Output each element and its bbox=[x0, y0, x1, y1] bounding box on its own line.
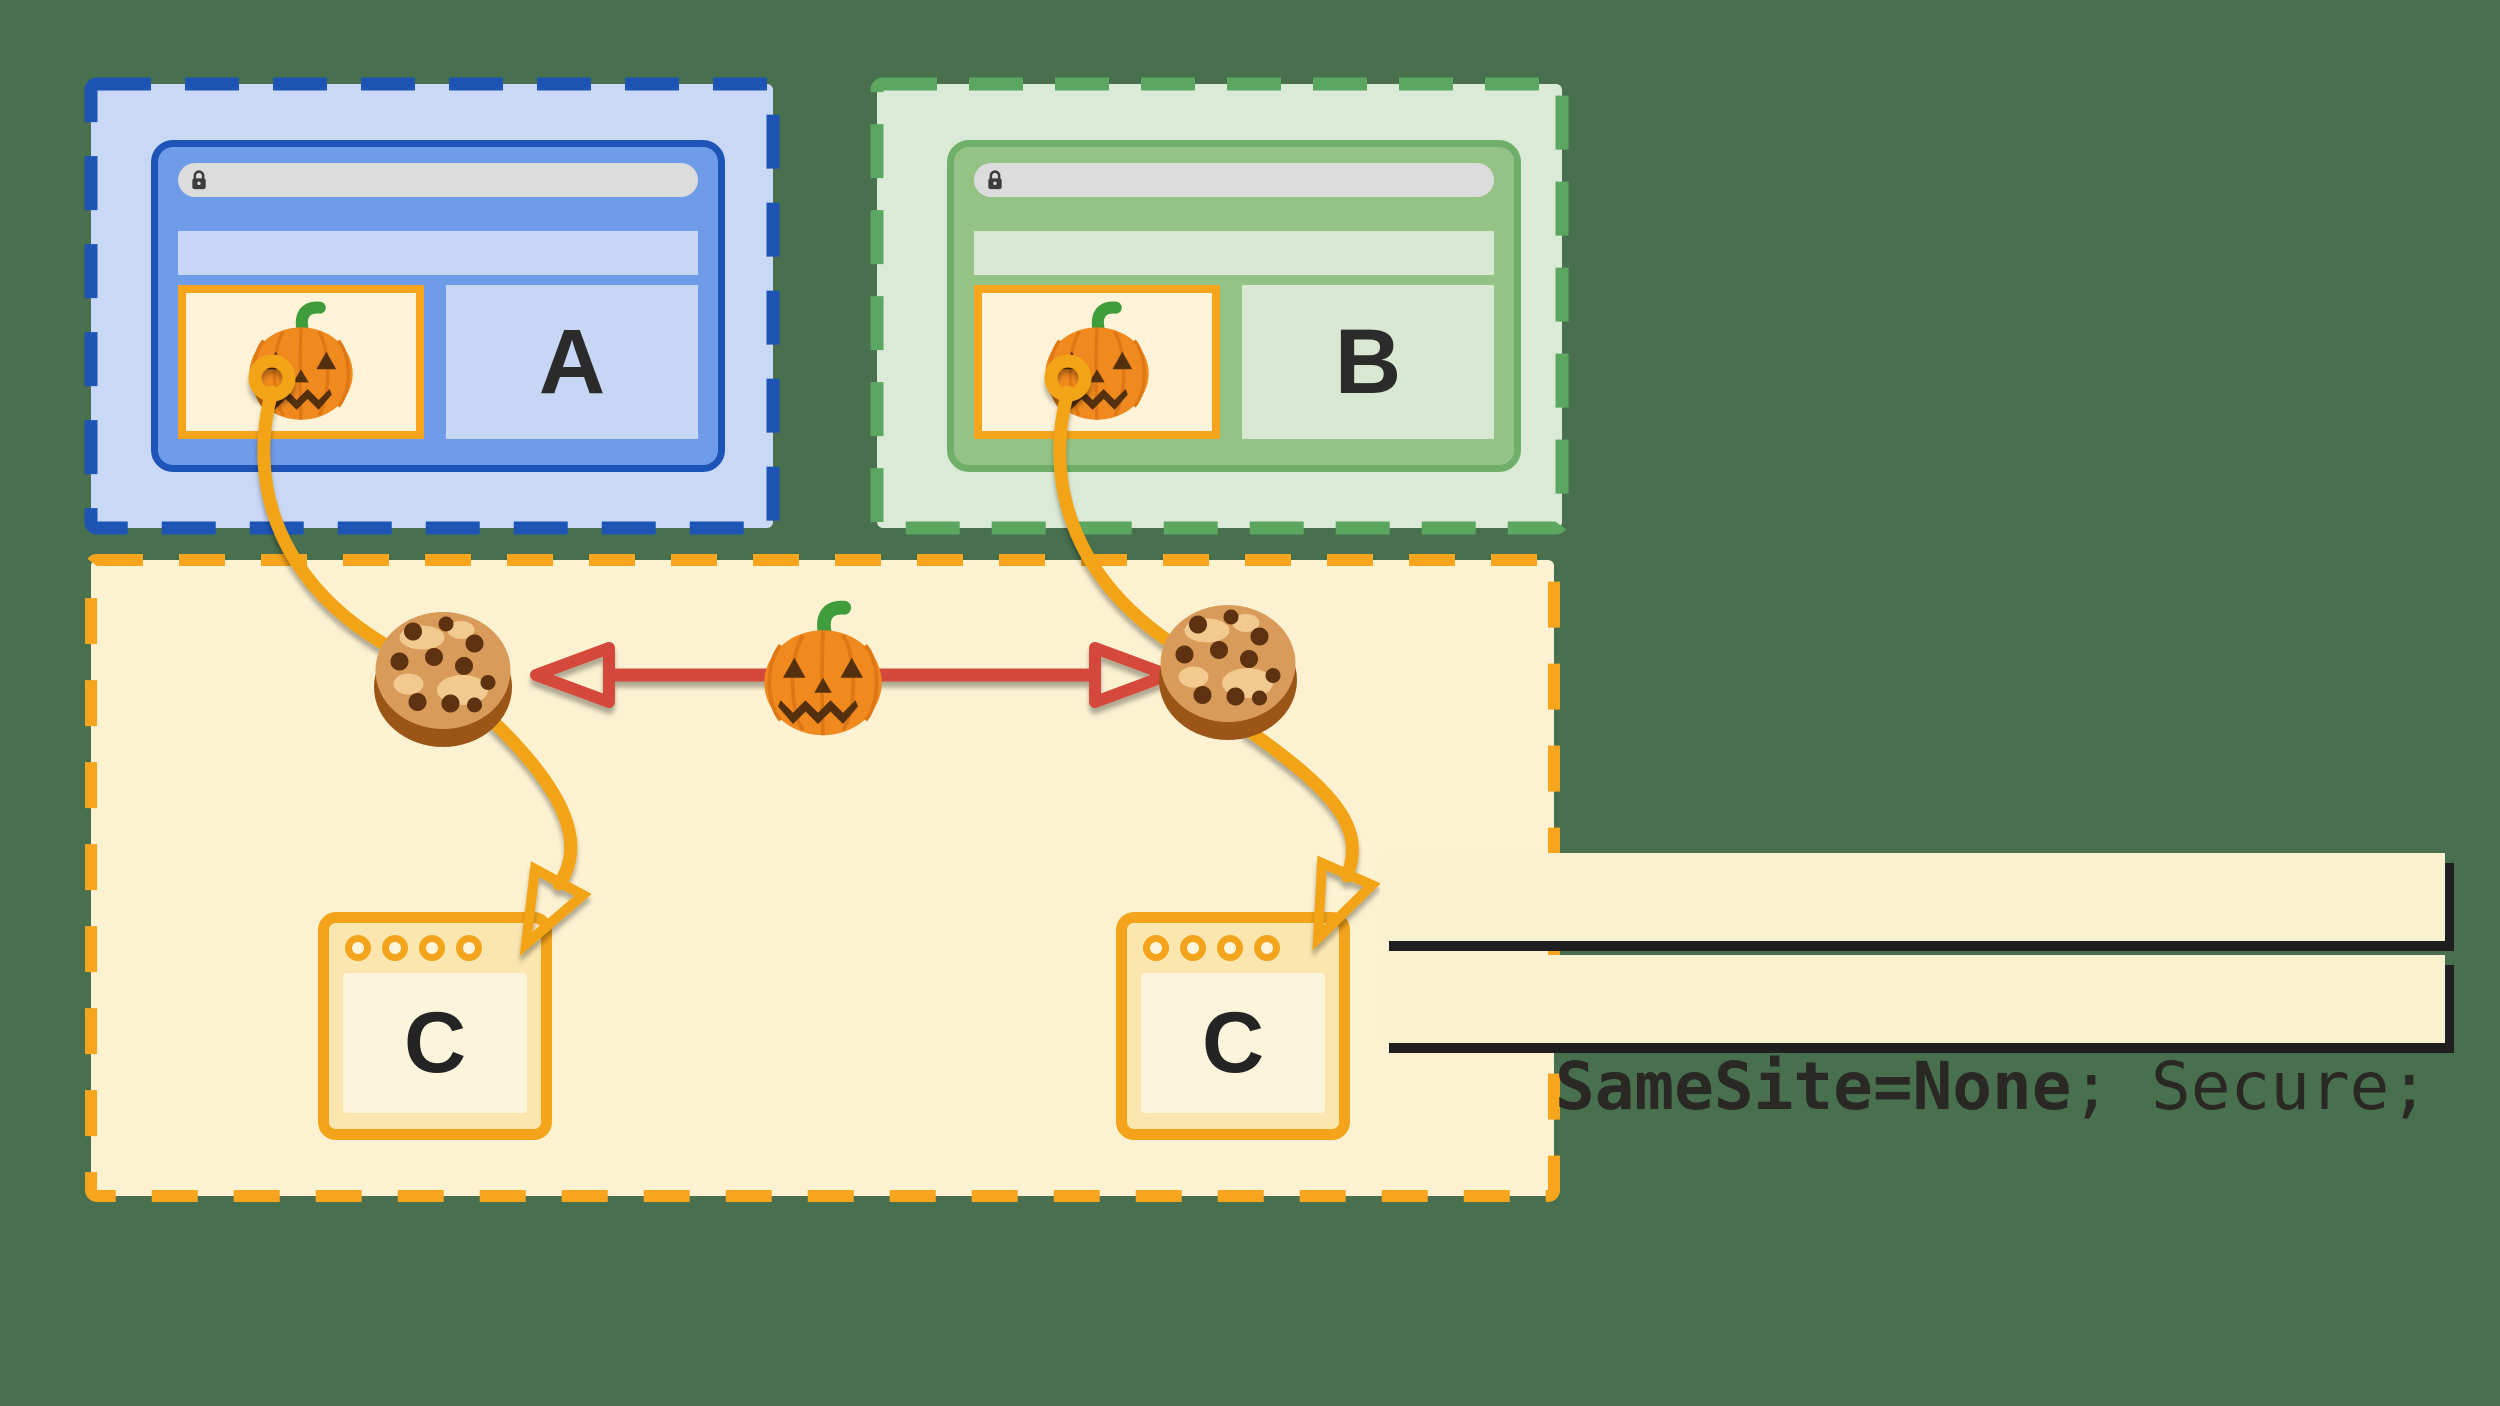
third-party-window-right-content: C bbox=[1141, 973, 1325, 1113]
dot-icon bbox=[1143, 935, 1169, 961]
dot-icon bbox=[1254, 935, 1280, 961]
dot-icon bbox=[456, 935, 482, 961]
third-party-window-left: C bbox=[318, 912, 552, 1140]
third-party-left-label: C bbox=[403, 995, 467, 1091]
site-b-embedded-frame bbox=[974, 285, 1220, 439]
third-party-window-left-content: C bbox=[343, 973, 527, 1113]
set-cookie-code-line-1: Set-cookie: route=123; bbox=[1380, 853, 2446, 1023]
pumpkin-icon-center bbox=[748, 600, 898, 738]
site-b-browser-window: B bbox=[947, 140, 1521, 472]
dot-icon bbox=[345, 935, 371, 961]
set-cookie-code-line-2: SameSite=None; Secure; bbox=[1380, 955, 2446, 1125]
third-party-right-label: C bbox=[1201, 995, 1265, 1091]
pumpkin-icon bbox=[235, 301, 367, 422]
cookie-icon-right bbox=[1153, 593, 1303, 743]
third-party-window-right: C bbox=[1116, 912, 1350, 1140]
cookie-to-c-right-curve bbox=[1241, 723, 1359, 883]
lock-icon bbox=[985, 169, 1005, 191]
site-b-toolbar bbox=[974, 231, 1494, 275]
dot-icon bbox=[1217, 935, 1243, 961]
site-a-content-panel: A bbox=[446, 285, 698, 439]
site-a-address-bar bbox=[178, 163, 698, 197]
code-secure: ; Secure; bbox=[2071, 1048, 2430, 1125]
red-arrowhead-left-icon bbox=[530, 642, 615, 708]
site-b-content-panel: B bbox=[1242, 285, 1494, 439]
site-a-label: A bbox=[538, 311, 606, 413]
site-b-address-bar bbox=[974, 163, 1494, 197]
window-dots bbox=[345, 935, 482, 961]
site-a-toolbar bbox=[178, 231, 698, 275]
lock-icon bbox=[189, 169, 209, 191]
site-b-label: B bbox=[1334, 311, 1402, 413]
code-samesite-none: SameSite=None bbox=[1554, 1048, 2072, 1125]
site-a-browser-window: A bbox=[151, 140, 725, 472]
window-dots bbox=[1143, 935, 1280, 961]
cookie-icon-left bbox=[368, 600, 518, 750]
dot-icon bbox=[382, 935, 408, 961]
dot-icon bbox=[1180, 935, 1206, 961]
site-a-embedded-frame bbox=[178, 285, 424, 439]
pumpkin-icon bbox=[1031, 301, 1163, 422]
dot-icon bbox=[419, 935, 445, 961]
